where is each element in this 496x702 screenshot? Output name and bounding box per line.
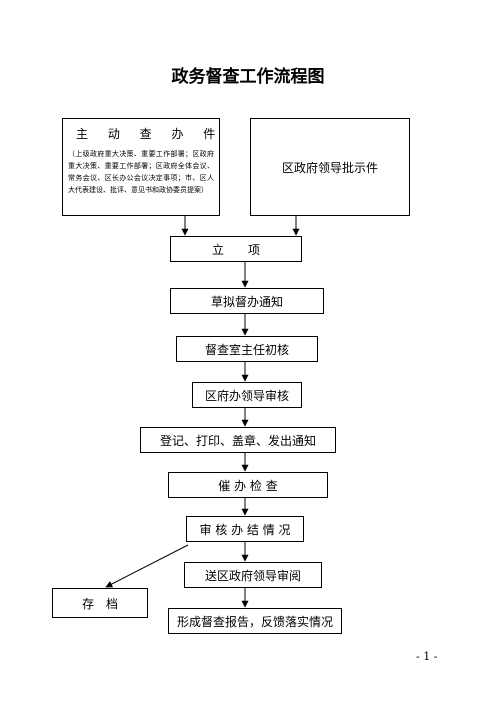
page-title: 政务督查工作流程图 bbox=[171, 67, 325, 87]
draft-notice-box: 草拟督办通知 bbox=[170, 288, 324, 314]
leader-instruction-box: 区政府领导批示件 bbox=[250, 118, 410, 216]
leader-instruction-label: 区政府领导批示件 bbox=[281, 160, 378, 175]
send-review-box: 送区政府领导审阅 bbox=[184, 562, 322, 588]
archive-box: 存 档 bbox=[52, 588, 148, 618]
main-task-box: 主 动 查 办 件 （上级政府重大决策、重要工作部署；区政府重大决策、重要工作部… bbox=[62, 118, 220, 216]
director-check-label: 督查室主任初核 bbox=[204, 342, 289, 357]
send-review-label: 送区政府领导审阅 bbox=[204, 568, 301, 583]
register-box: 登记、打印、盖章、发出通知 bbox=[140, 427, 336, 453]
lixiang-label: 立 项 bbox=[211, 242, 260, 257]
main-task-label: 主 动 查 办 件 bbox=[76, 127, 224, 141]
arrow-audit-to-archive bbox=[105, 544, 189, 588]
office-review-label: 区府办领导审核 bbox=[204, 388, 289, 403]
draft-notice-label: 草拟督办通知 bbox=[210, 294, 283, 309]
urge-check-box: 催 办 检 查 bbox=[168, 472, 328, 498]
register-label: 登记、打印、盖章、发出通知 bbox=[159, 433, 316, 448]
audit-status-box: 审 核 办 结 情 况 bbox=[186, 516, 304, 542]
lixiang-box: 立 项 bbox=[170, 236, 302, 262]
report-label: 形成督查报告，反馈落实情况 bbox=[176, 614, 333, 629]
audit-status-label: 审 核 办 结 情 况 bbox=[199, 522, 291, 537]
report-box: 形成督查报告，反馈落实情况 bbox=[168, 608, 342, 634]
director-check-box: 督查室主任初核 bbox=[176, 336, 318, 362]
main-task-note: （上级政府重大决策、重要工作部署；区政府重大决策、重要工作部署；区政府全体会议、… bbox=[68, 150, 214, 194]
page-number: - 1 - bbox=[416, 650, 438, 663]
office-review-box: 区府办领导审核 bbox=[192, 382, 302, 408]
archive-label: 存 档 bbox=[81, 596, 118, 611]
urge-check-label: 催 办 检 查 bbox=[218, 478, 278, 493]
